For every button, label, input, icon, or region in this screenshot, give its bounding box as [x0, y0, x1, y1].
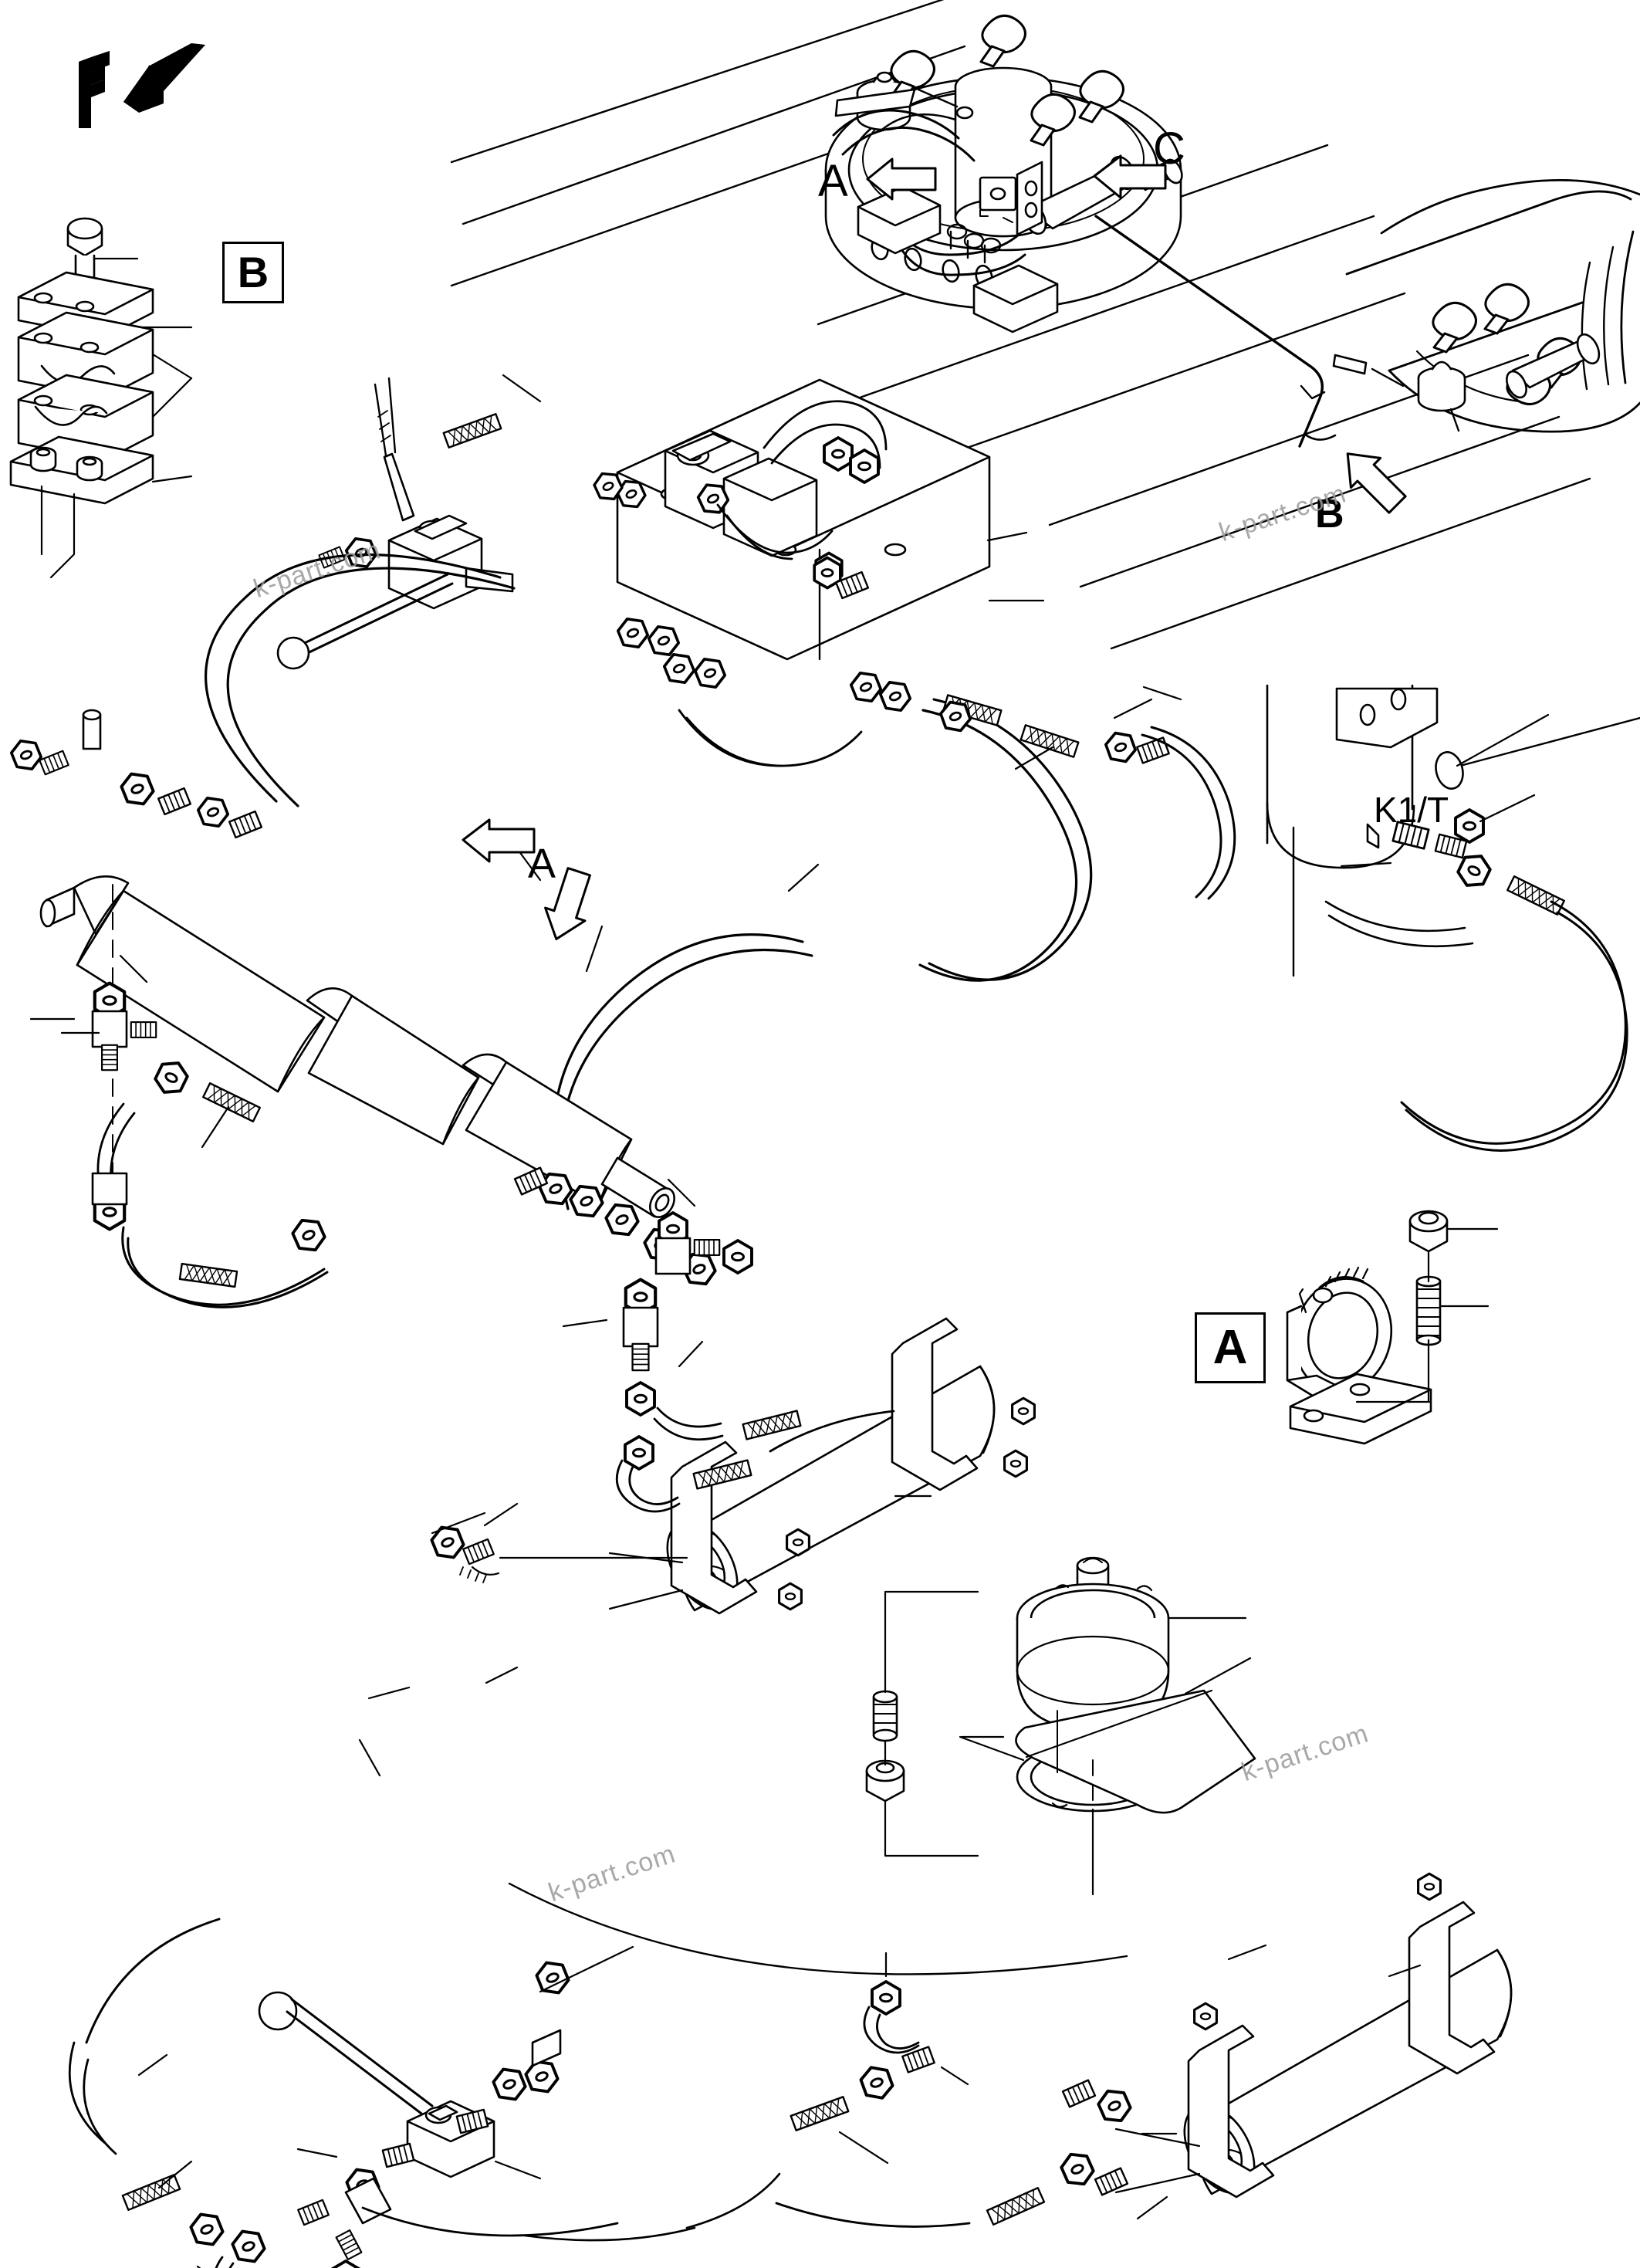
section-callout-b-tank: B: [1315, 492, 1344, 537]
section-callout-a-damper: A: [528, 841, 556, 887]
boxed-label-a: A: [1195, 1312, 1266, 1383]
orientation-marker: [46, 28, 255, 150]
section-callout-c-turret: C: [1153, 124, 1185, 174]
letter-f-isometric: [79, 51, 110, 150]
port-label-k1t: K1/T: [1374, 790, 1449, 830]
boxed-label-b: B: [222, 242, 284, 303]
section-callout-a-turret: A: [818, 156, 848, 206]
orientation-marker-graphic: [79, 43, 205, 150]
